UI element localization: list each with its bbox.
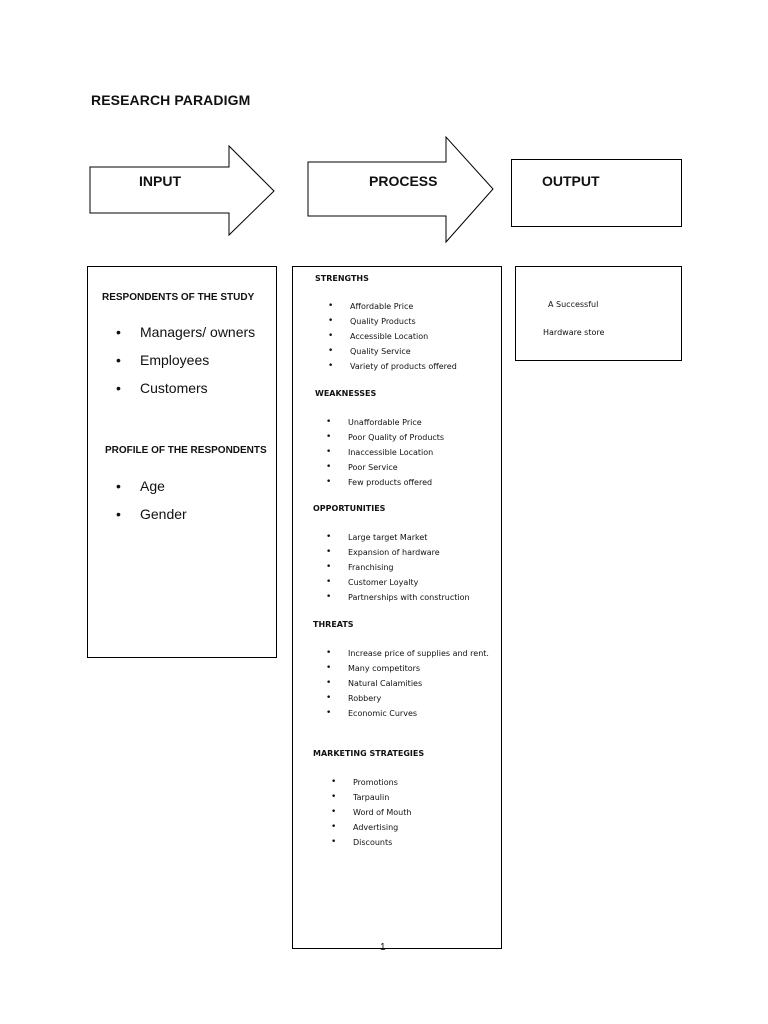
output-line-2: Hardware store [543,328,605,337]
list-item: Quality Service [328,345,500,358]
list-item: Variety of products offered [328,360,500,373]
profile-heading: PROFILE OF THE RESPONDENTS [105,445,267,456]
respondents-heading: RESPONDENTS OF THE STUDY [102,292,255,303]
profile-list: Age Gender [116,478,187,534]
output-line-1: A Successful [548,300,599,309]
process-label: PROCESS [369,173,438,189]
page-number: 1 [380,942,386,953]
list-item: Tarpaulin [331,791,503,804]
weaknesses-list: Unaffordable Price Poor Quality of Produ… [326,416,498,491]
list-item: Natural Calamities [326,677,493,690]
weaknesses-heading: WEAKNESSES [315,389,377,398]
list-item: Many competitors [326,662,493,675]
strengths-heading: STRENGTHS [315,274,369,283]
list-item: Employees [116,352,255,380]
list-item: Robbery [326,692,493,705]
page-title: RESEARCH PARADIGM [91,92,251,108]
list-item: Affordable Price [328,300,500,313]
strengths-list: Affordable Price Quality Products Access… [328,300,500,375]
respondents-list: Managers/ owners Employees Customers [116,324,255,408]
list-item: Partnerships with construction [326,591,498,604]
input-box: RESPONDENTS OF THE STUDY Managers/ owner… [87,266,277,658]
list-item: Customers [116,380,255,408]
marketing-strategies-list: Promotions Tarpaulin Word of Mouth Adver… [331,776,503,851]
opportunities-heading: OPPORTUNITIES [313,504,386,513]
list-item: Large target Market [326,531,498,544]
list-item: Few products offered [326,476,498,489]
list-item: Expansion of hardware [326,546,498,559]
list-item: Gender [116,506,187,534]
process-arrow [307,135,494,244]
output-box: A Successful Hardware store [515,266,682,361]
list-item: Increase price of supplies and rent. [326,647,493,660]
output-header-box [511,159,682,227]
list-item: Franchising [326,561,498,574]
list-item: Customer Loyalty [326,576,498,589]
list-item: Quality Products [328,315,500,328]
list-item: Economic Curves [326,707,493,720]
list-item: Advertising [331,821,503,834]
list-item: Inaccessible Location [326,446,498,459]
output-label: OUTPUT [542,173,600,189]
list-item: Word of Mouth [331,806,503,819]
threats-list: Increase price of supplies and rent. Man… [326,647,493,722]
list-item: Unaffordable Price [326,416,498,429]
input-label: INPUT [139,173,181,189]
list-item: Age [116,478,187,506]
opportunities-list: Large target Market Expansion of hardwar… [326,531,498,606]
input-arrow [89,144,275,237]
list-item: Promotions [331,776,503,789]
list-item: Managers/ owners [116,324,255,352]
list-item: Accessible Location [328,330,500,343]
threats-heading: THREATS [313,620,354,629]
process-box: STRENGTHS Affordable Price Quality Produ… [292,266,502,949]
list-item: Poor Quality of Products [326,431,498,444]
list-item: Discounts [331,836,503,849]
marketing-strategies-heading: MARKETING STRATEGIES [313,749,425,758]
list-item: Poor Service [326,461,498,474]
